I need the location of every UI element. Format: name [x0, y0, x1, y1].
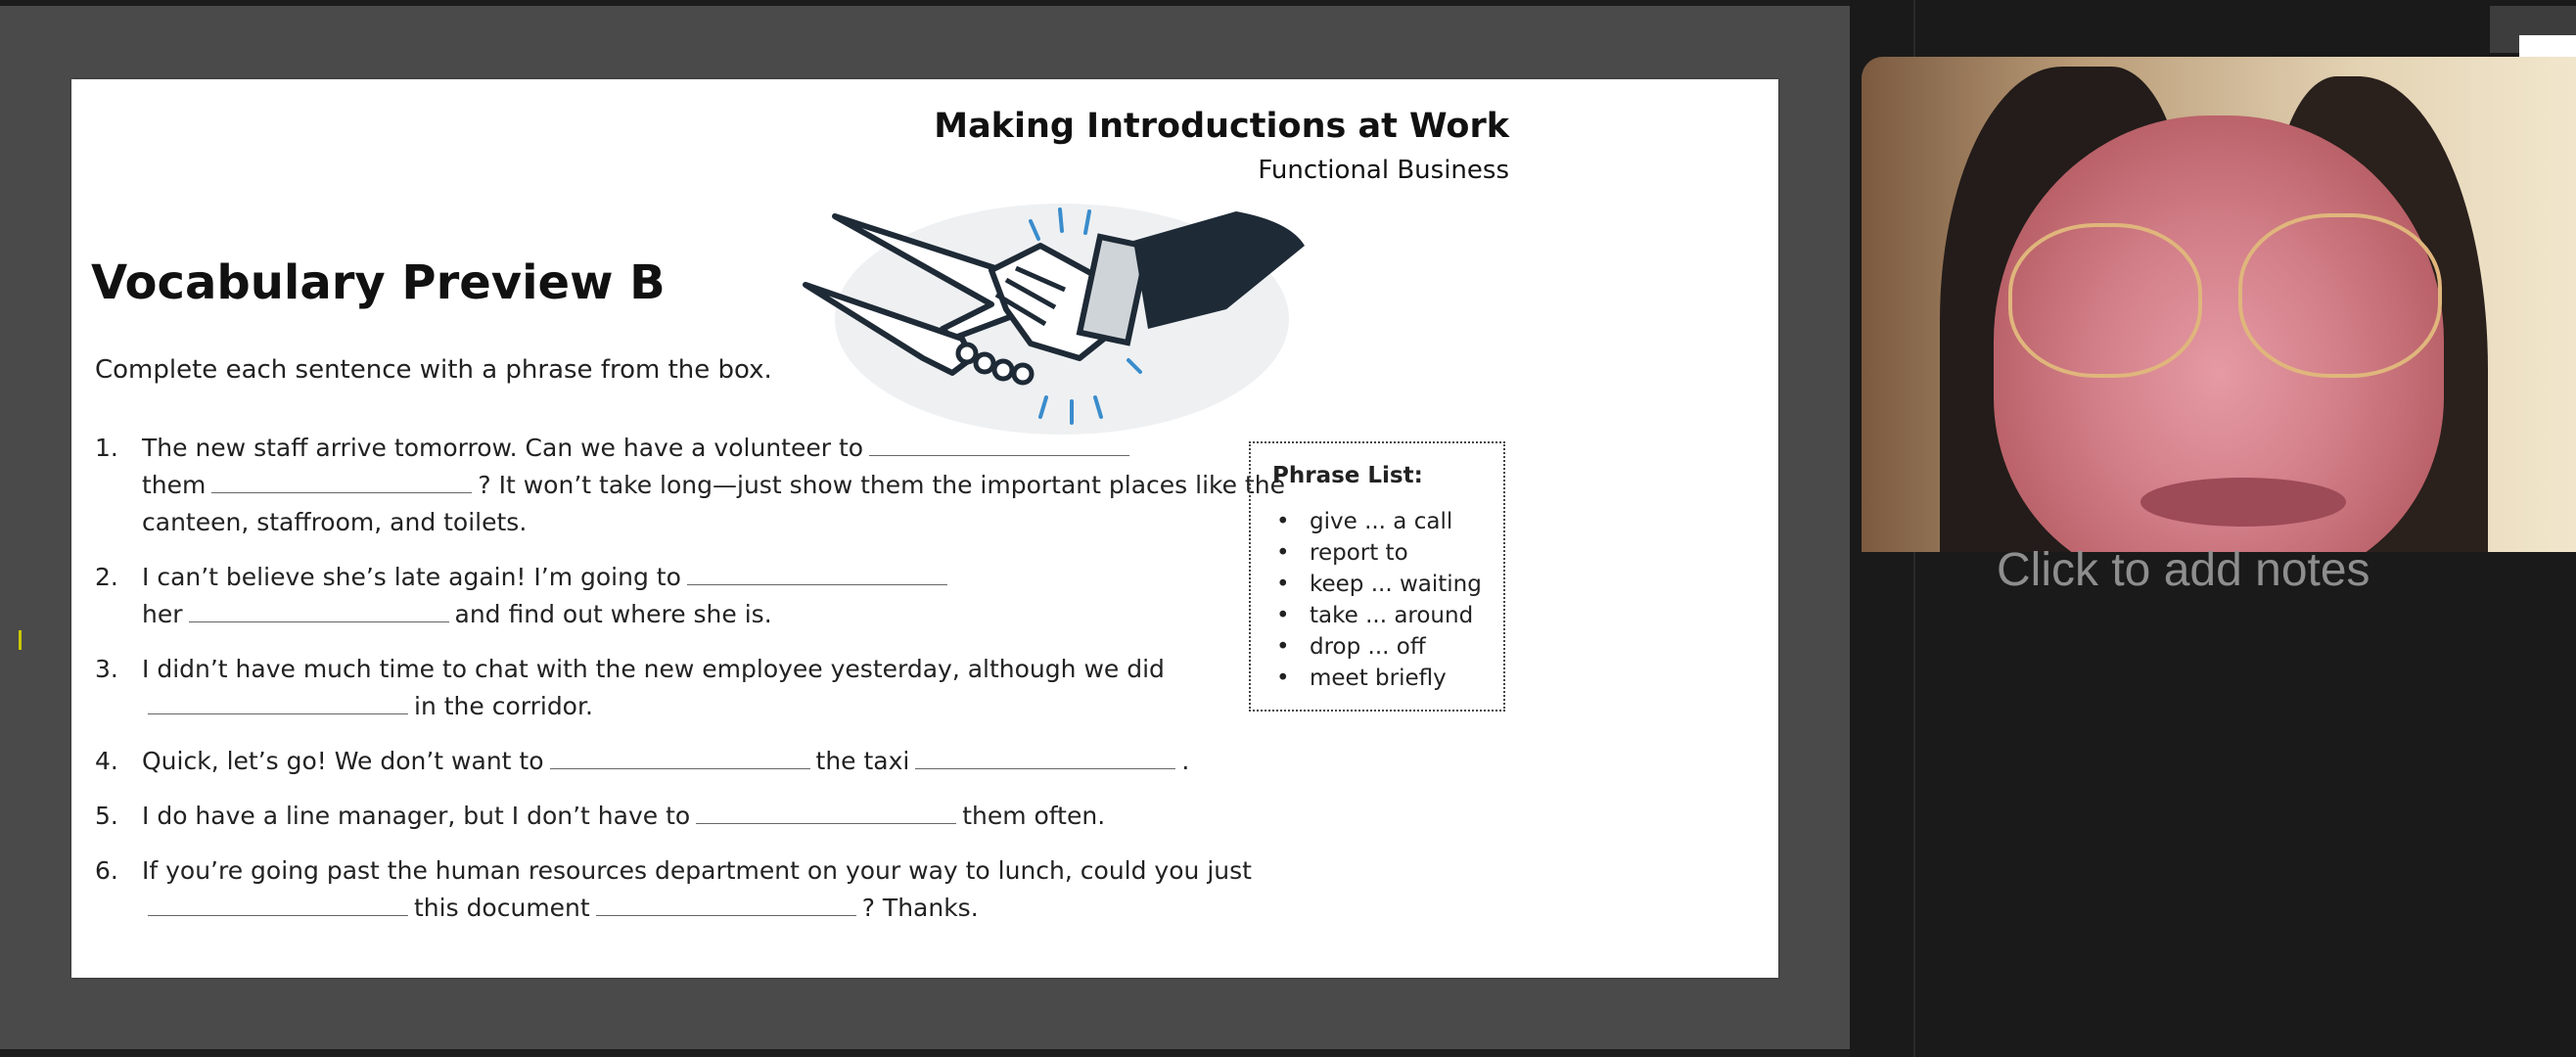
sentence-text: If you’re going past the human resources…	[142, 856, 1252, 885]
sentence-3: 3. I didn’t have much time to chat with …	[95, 651, 1289, 725]
sentence-number: 4.	[95, 747, 118, 775]
phrase-item: drop ... off	[1272, 631, 1482, 663]
phrase-item: report to	[1272, 537, 1482, 569]
sentence-text: I do have a line manager, but I don’t ha…	[142, 802, 691, 830]
answer-blank	[915, 767, 1176, 769]
sentence-4: 4. Quick, let’s go! We don’t want to the …	[95, 743, 1289, 780]
slide-canvas[interactable]: Making Introductions at Work Functional …	[71, 79, 1778, 978]
window-thumbnail[interactable]	[2490, 6, 2576, 65]
slide-title: Making Introductions at Work	[934, 107, 1509, 146]
sentence-text: the taxi	[815, 747, 910, 775]
answer-blank	[211, 491, 473, 493]
phrase-item: give ... a call	[1272, 506, 1482, 537]
answer-blank	[869, 454, 1130, 456]
sentence-text: in the corridor.	[414, 692, 593, 720]
phrase-item: take ... around	[1272, 600, 1482, 631]
sentence-number: 1.	[95, 434, 118, 462]
speaker-notes-placeholder[interactable]: Click to add notes	[1997, 544, 2370, 596]
vocabulary-heading: Vocabulary Preview B	[91, 255, 666, 310]
participant-video[interactable]	[1862, 57, 2576, 552]
sentence-2: 2. I can’t believe she’s late again! I’m…	[95, 559, 1289, 633]
instruction-text: Complete each sentence with a phrase fro…	[95, 355, 772, 385]
phrase-list-box: Phrase List: give ... a call report to k…	[1249, 441, 1505, 712]
slide-subtitle: Functional Business	[1258, 156, 1509, 185]
sentence-text: this document	[414, 894, 590, 922]
sentence-text: .	[1181, 747, 1190, 775]
sentence-text: The new staff arrive tomorrow. Can we ha…	[142, 434, 864, 462]
sentence-text: them	[142, 471, 207, 499]
answer-blank	[549, 767, 810, 769]
answer-blank	[696, 822, 957, 824]
sentence-5: 5. I do have a line manager, but I don’t…	[95, 798, 1289, 835]
slide-editor-stage: Making Introductions at Work Functional …	[0, 6, 1850, 1049]
handshake-icon	[803, 204, 1305, 435]
sentence-number: 6.	[95, 856, 118, 885]
answer-blank	[595, 914, 856, 916]
phrase-list-title: Phrase List:	[1272, 463, 1423, 488]
answer-blank	[188, 620, 449, 622]
sentence-text: I can’t believe she’s late again! I’m go…	[142, 563, 681, 591]
sentence-number: 3.	[95, 655, 118, 683]
sentence-text: Quick, let’s go! We don’t want to	[142, 747, 544, 775]
sentence-text: ? Thanks.	[861, 894, 979, 922]
sentence-text: ? It won’t take long—just show them the …	[142, 471, 1285, 536]
sentence-number: 2.	[95, 563, 118, 591]
text-cursor-marker	[19, 630, 22, 650]
sentence-list: 1. The new staff arrive tomorrow. Can we…	[95, 430, 1289, 944]
answer-blank	[148, 712, 408, 714]
phrase-item: keep ... waiting	[1272, 569, 1482, 600]
phrase-item: meet briefly	[1272, 663, 1482, 694]
sentence-text: I didn’t have much time to chat with the…	[142, 655, 1165, 683]
sentence-1: 1. The new staff arrive tomorrow. Can we…	[95, 430, 1289, 541]
sentence-number: 5.	[95, 802, 118, 830]
answer-blank	[686, 583, 947, 585]
sentence-6: 6. If you’re going past the human resour…	[95, 852, 1289, 927]
sentence-text: her	[142, 600, 183, 628]
sentence-text: them often.	[962, 802, 1106, 830]
sentence-text: and find out where she is.	[454, 600, 772, 628]
answer-blank	[148, 914, 408, 916]
